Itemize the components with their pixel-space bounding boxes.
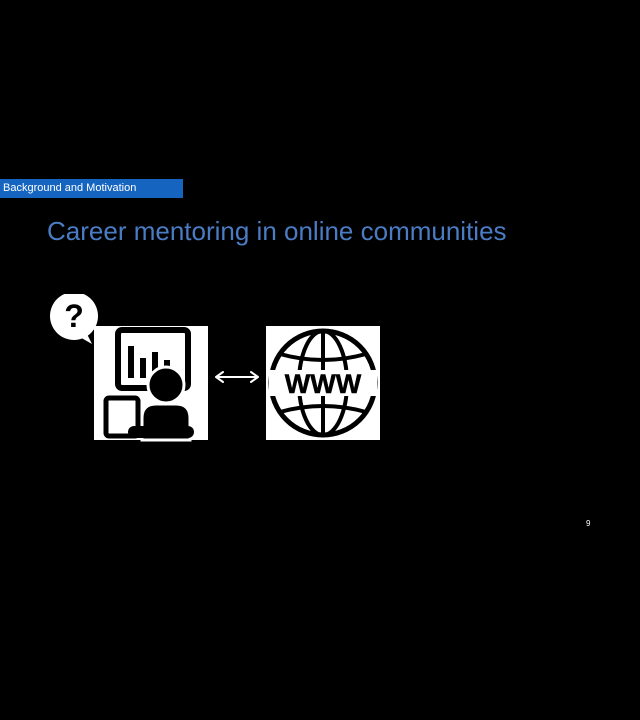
svg-text:?: ? xyxy=(64,298,84,334)
slide-title: Career mentoring in online communities xyxy=(47,216,507,246)
double-arrow-icon xyxy=(214,368,260,386)
globe-text: WWW xyxy=(285,369,362,399)
page-number: 9 xyxy=(586,519,591,528)
section-label: Background and Motivation xyxy=(0,179,183,198)
person-question-dashboard-icon: ? xyxy=(48,292,210,442)
www-globe-icon: WWW xyxy=(266,326,380,440)
